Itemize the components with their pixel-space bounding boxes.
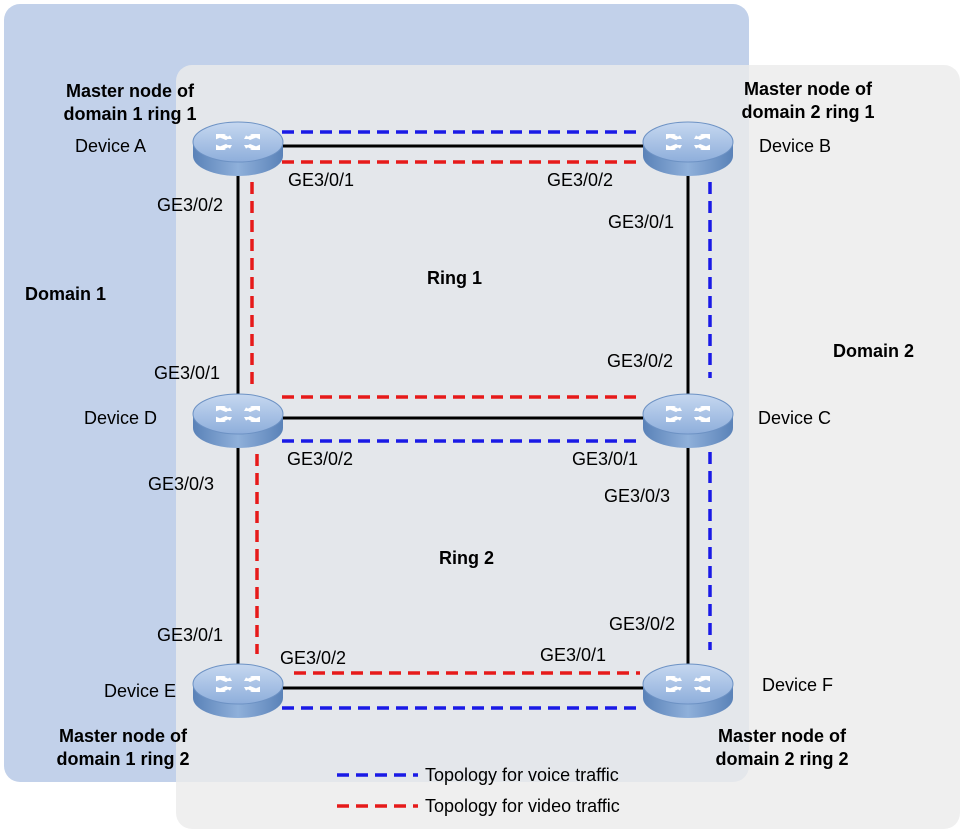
port-b-left: GE3/0/2	[547, 170, 614, 190]
legend-video-label: Topology for video traffic	[425, 796, 620, 816]
port-e-right: GE3/0/2	[280, 648, 347, 668]
voice-topology	[282, 130, 712, 710]
master-e-line1: Master node of	[58, 726, 188, 746]
port-c-down: GE3/0/3	[604, 486, 671, 506]
device-b-switch-icon	[642, 121, 734, 176]
port-a-right: GE3/0/1	[288, 170, 355, 190]
master-f-line1: Master node of	[717, 726, 847, 746]
port-f-up: GE3/0/2	[609, 614, 676, 634]
master-e-line2: domain 1 ring 2	[56, 749, 190, 769]
device-c-switch-icon	[642, 393, 734, 448]
ring-2-label: Ring 2	[439, 548, 495, 568]
device-e-name: Device E	[104, 681, 177, 701]
device-e-switch-icon	[192, 663, 284, 718]
video-topology	[250, 160, 640, 675]
domain-2-region	[176, 65, 960, 829]
master-a-line1: Master node of	[65, 81, 195, 101]
device-f-name: Device F	[762, 675, 834, 695]
port-c-left: GE3/0/1	[572, 449, 639, 469]
ring-1-label: Ring 1	[427, 268, 483, 288]
device-b-name: Device B	[759, 136, 832, 156]
device-d-switch-icon	[192, 393, 284, 448]
master-a-line2: domain 1 ring 1	[63, 104, 197, 124]
device-c-name: Device C	[758, 408, 832, 428]
port-e-up: GE3/0/1	[157, 625, 224, 645]
master-b-line2: domain 2 ring 1	[741, 102, 875, 122]
port-a-down: GE3/0/2	[157, 195, 224, 215]
port-d-down: GE3/0/3	[148, 474, 215, 494]
device-d-name: Device D	[84, 408, 158, 428]
master-b-line1: Master node of	[743, 79, 873, 99]
port-c-up: GE3/0/2	[607, 351, 674, 371]
master-f-line2: domain 2 ring 2	[715, 749, 849, 769]
physical-links	[236, 144, 690, 690]
port-d-right: GE3/0/2	[287, 449, 354, 469]
domain-1-label: Domain 1	[25, 284, 107, 304]
port-b-down: GE3/0/1	[608, 212, 675, 232]
device-f-switch-icon	[642, 663, 734, 718]
device-a-name: Device A	[75, 136, 147, 156]
domain-2-label: Domain 2	[833, 341, 915, 361]
device-a-switch-icon	[192, 121, 284, 176]
port-d-up: GE3/0/1	[154, 363, 221, 383]
port-f-left: GE3/0/1	[540, 645, 607, 665]
legend-voice-label: Topology for voice traffic	[425, 765, 619, 785]
